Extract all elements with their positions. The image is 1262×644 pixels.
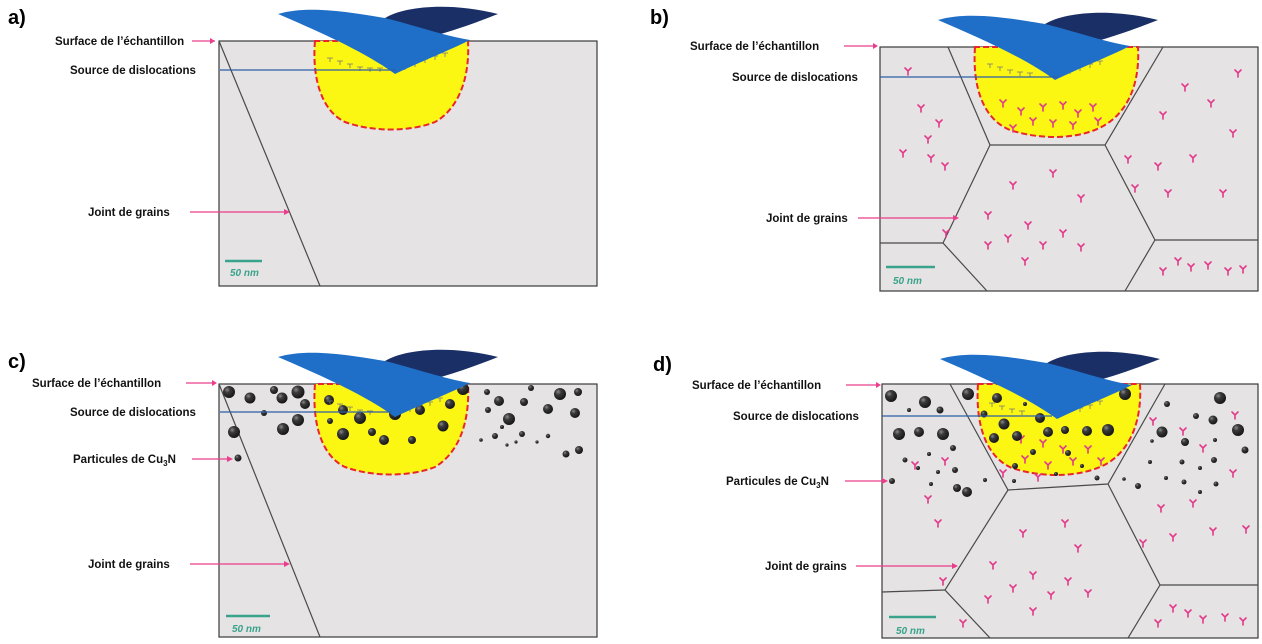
line-source: Source de dislocations xyxy=(732,72,1058,84)
plastic-zone xyxy=(313,40,470,131)
label-source: Source de dislocations xyxy=(732,72,858,84)
label-grain: Joint de grains xyxy=(88,559,170,571)
plastic-zone xyxy=(976,383,1142,476)
line-source: Source de dislocations xyxy=(70,65,396,77)
label-surface: Surface de l’échantillon xyxy=(692,380,821,392)
panel-letter: a) xyxy=(8,7,26,29)
label-surface: Surface de l’échantillon xyxy=(55,36,184,48)
label-particles: Particules de Cu3N xyxy=(726,476,829,490)
arrow-surface: Surface de l’échantillon xyxy=(690,41,878,53)
arrow-particles: Particules de Cu3N xyxy=(726,476,888,490)
indenter-tip-icon xyxy=(940,351,1160,419)
panel-c: c) xyxy=(8,349,598,638)
panel-letter: b) xyxy=(650,7,669,29)
arrow-grain: Joint de grains xyxy=(765,561,958,573)
dislocation-field xyxy=(899,67,1247,276)
panel-letter: c) xyxy=(8,351,26,373)
arrow-grain: Joint de grains xyxy=(766,213,959,225)
scale-bar: 50 nm xyxy=(225,259,262,279)
indenter-tip-icon xyxy=(938,12,1158,81)
indenter-tip-icon xyxy=(278,349,498,417)
label-source: Source de dislocations xyxy=(733,411,859,423)
plastic-zone xyxy=(973,46,1140,138)
line-source: Source de dislocations xyxy=(70,407,392,419)
scale-bar: 50 nm xyxy=(226,614,270,635)
grain-boundary xyxy=(218,40,321,287)
scale-bar: 50 nm xyxy=(886,265,935,287)
panel-d: d) xyxy=(653,351,1259,639)
label-source: Source de dislocations xyxy=(70,407,196,419)
arrow-particles: Particules de Cu3N xyxy=(73,454,233,468)
grain-boundary xyxy=(218,383,321,638)
indenter-tip-icon xyxy=(278,6,498,75)
scale-label: 50 nm xyxy=(893,276,922,287)
scale-label: 50 nm xyxy=(896,626,925,637)
panel-letter: d) xyxy=(653,354,672,376)
label-source: Source de dislocations xyxy=(70,65,196,77)
cu3n-particle-icon xyxy=(223,383,583,462)
label-grain: Joint de grains xyxy=(88,207,170,219)
arrow-surface: Surface de l’échantillon xyxy=(692,380,881,392)
line-source: Source de dislocations xyxy=(733,411,1052,423)
label-grain: Joint de grains xyxy=(766,213,848,225)
panel-b: b) xyxy=(650,7,1259,292)
arrow-surface: Surface de l’échantillon xyxy=(55,36,215,48)
dislocation-field xyxy=(911,411,1250,628)
label-surface: Surface de l’échantillon xyxy=(690,41,819,53)
grain-boundaries xyxy=(880,46,1258,292)
scale-bar: 50 nm xyxy=(889,615,936,637)
dislocation-row xyxy=(989,400,1103,415)
cu3n-particle-icon xyxy=(885,388,1249,497)
grain-boundaries xyxy=(881,383,1258,639)
label-surface: Surface de l’échantillon xyxy=(32,378,161,390)
panel-a: a) Surface de l’échantillon Source de di… xyxy=(8,6,598,287)
arrow-grain: Joint de grains xyxy=(88,207,290,219)
arrow-surface: Surface de l’échantillon xyxy=(32,378,217,390)
scale-label: 50 nm xyxy=(232,624,261,635)
scale-label: 50 nm xyxy=(230,268,259,279)
arrow-grain: Joint de grains xyxy=(88,559,290,571)
label-grain: Joint de grains xyxy=(765,561,847,573)
label-particles: Particules de Cu3N xyxy=(73,454,176,468)
